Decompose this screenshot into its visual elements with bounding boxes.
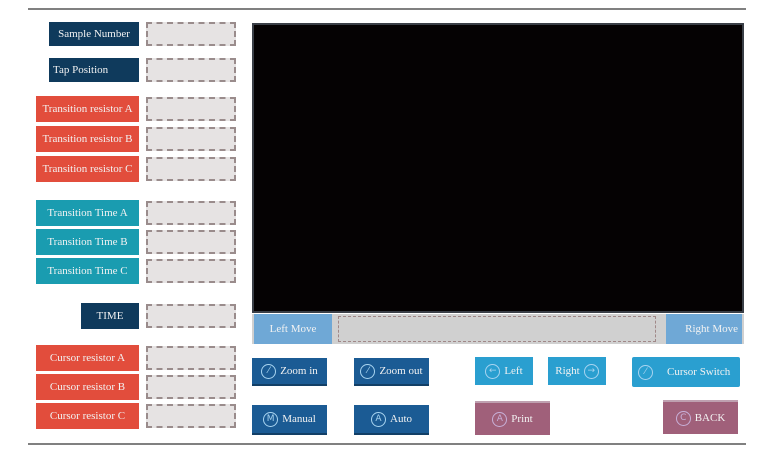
print-label: Print [511,413,533,425]
cursor-resistor-b-label: Cursor resistor B [36,374,139,400]
back-icon: C [675,410,691,426]
top-divider [28,8,746,10]
cursor-resistor-a-label: Cursor resistor A [36,345,139,371]
zoom-out-button[interactable]: ⁄ Zoom out [354,358,429,386]
print-button[interactable]: A Print [475,401,550,435]
transition-resistor-c-label: Transition resistor C [36,156,139,182]
move-track-scrollbar[interactable] [338,316,656,342]
move-bar [252,314,744,344]
sample-number-label: Sample Number [49,22,139,46]
zoom-in-button[interactable]: ⁄ Zoom in [252,358,327,386]
arrow-right-icon: → [583,363,599,379]
transition-resistor-c-field[interactable] [146,157,236,181]
cursor-switch-label: Cursor Switch [667,366,731,378]
transition-time-a-label: Transition Time A [36,200,139,226]
auto-label: Auto [390,413,412,425]
cursor-switch-icon: ⁄ [638,364,653,380]
time-label: TIME [81,303,139,329]
left-label: Left [504,365,523,377]
zoom-out-icon: ⁄ [360,363,376,379]
right-label: Right [555,365,580,377]
right-button[interactable]: Right → [548,357,606,385]
cursor-resistor-c-label: Cursor resistor C [36,403,139,429]
zoom-in-icon: ⁄ [261,363,277,379]
manual-icon: M [263,411,279,427]
right-move-button[interactable]: Right Move [666,314,742,344]
transition-time-a-field[interactable] [146,201,236,225]
arrow-left-icon: ← [485,363,501,379]
waveform-display [252,23,744,313]
tap-position-field[interactable] [146,58,236,82]
manual-button[interactable]: M Manual [252,405,327,435]
zoom-in-label: Zoom in [280,365,318,377]
cursor-switch-button[interactable]: ⁄ Cursor Switch [632,357,740,387]
tap-position-label: Tap Position [49,58,139,82]
sample-number-field[interactable] [146,22,236,46]
back-label: BACK [694,412,726,424]
transition-resistor-a-label: Transition resistor A [36,96,139,122]
left-button[interactable]: ← Left [475,357,533,385]
transition-resistor-a-field[interactable] [146,97,236,121]
auto-icon: A [371,411,386,427]
transition-time-b-label: Transition Time B [36,229,139,255]
transition-time-c-field[interactable] [146,259,236,283]
transition-resistor-b-field[interactable] [146,127,236,151]
cursor-resistor-a-field[interactable] [146,346,236,370]
cursor-resistor-c-field[interactable] [146,404,236,428]
transition-time-b-field[interactable] [146,230,236,254]
cursor-resistor-b-field[interactable] [146,375,236,399]
bottom-divider [28,443,746,445]
print-icon: A [492,411,508,427]
auto-button[interactable]: A Auto [354,405,429,435]
left-move-button[interactable]: Left Move [254,314,332,344]
transition-time-c-label: Transition Time C [36,258,139,284]
manual-label: Manual [282,413,316,425]
time-field[interactable] [146,304,236,328]
back-button[interactable]: C BACK [663,400,738,434]
zoom-out-label: Zoom out [379,365,423,377]
transition-resistor-b-label: Transition resistor B [36,126,139,152]
